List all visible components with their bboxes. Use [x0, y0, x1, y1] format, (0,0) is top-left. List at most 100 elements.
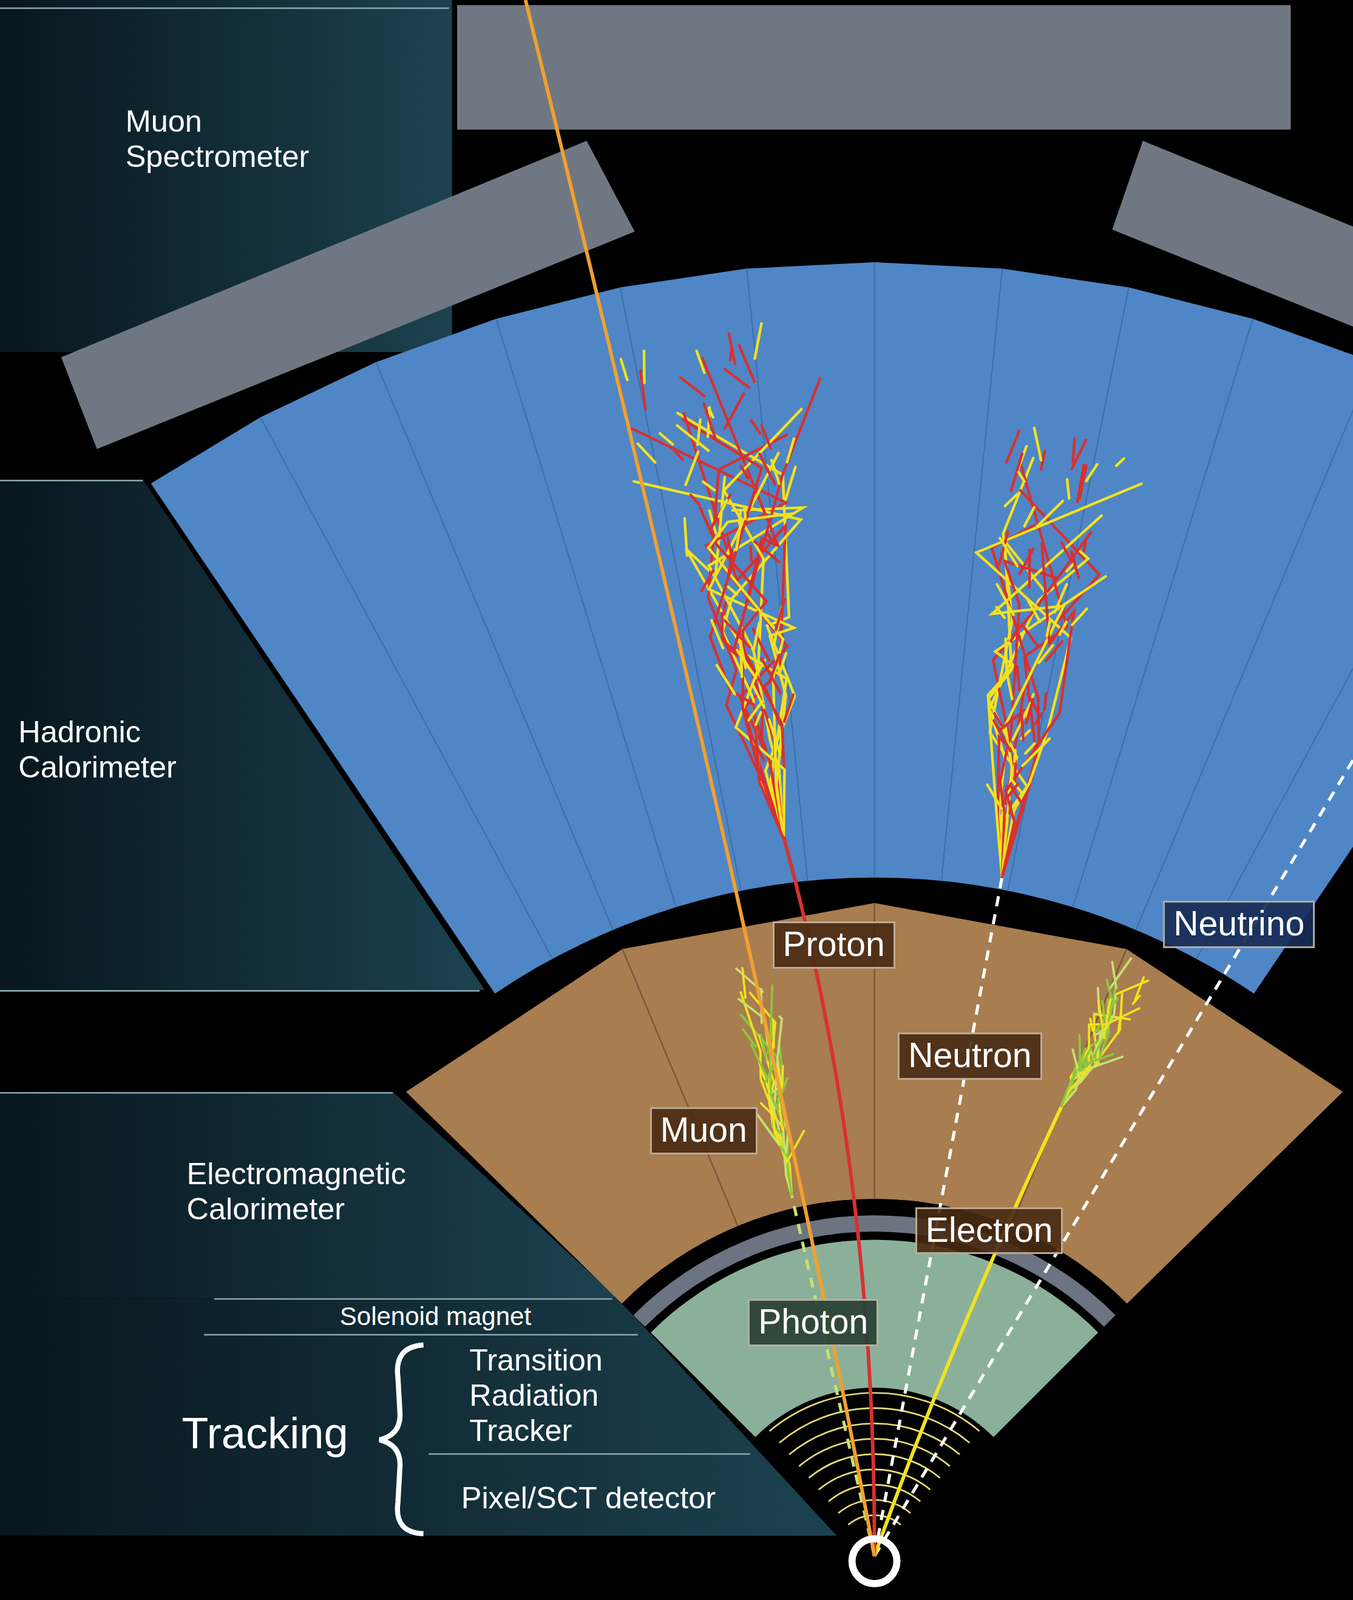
shower-stroke — [753, 622, 760, 649]
hadronic-segment — [1072, 318, 1253, 907]
shower-stroke — [1086, 464, 1098, 482]
label-text: Hadronic Calorimeter — [18, 714, 177, 785]
shower-stroke — [690, 494, 700, 505]
shower-stroke — [764, 687, 780, 725]
shower-stroke — [1011, 453, 1023, 492]
shower-stroke — [723, 602, 726, 615]
photon-track — [791, 1195, 875, 1556]
shower-strand — [1002, 490, 1100, 878]
shower-stroke — [771, 460, 779, 484]
shower-stroke — [736, 650, 756, 679]
shower-strand — [724, 409, 802, 839]
shower-stroke — [1027, 598, 1040, 622]
shower-strand — [991, 515, 1102, 878]
particle-label: Photon — [747, 1298, 879, 1347]
shower-stroke — [1067, 479, 1069, 499]
shower-stroke — [1116, 458, 1125, 466]
particle-label: Electron — [915, 1207, 1064, 1255]
shower-stroke — [781, 1065, 784, 1090]
particle-label: Proton — [772, 921, 896, 969]
particle-label: Neutrino — [1163, 900, 1315, 949]
shower-stroke — [785, 466, 796, 500]
shower-stroke — [721, 613, 723, 641]
hadronic-segment — [375, 362, 614, 930]
part-label: Solenoid magnet — [339, 1302, 532, 1332]
label-text: Electromagnetic Calorimeter — [186, 1156, 407, 1227]
shower-stroke — [1008, 783, 1018, 796]
shower-strand — [682, 419, 784, 839]
shower-stroke — [725, 620, 750, 648]
shower-stroke — [1021, 710, 1024, 741]
shower-stroke — [1037, 500, 1063, 527]
label-text: Neutrino — [1173, 903, 1305, 944]
pixel-layer — [769, 1393, 980, 1432]
shower-stroke — [780, 653, 787, 671]
shower-stroke — [742, 1029, 756, 1047]
shower-stroke — [1118, 1010, 1122, 1034]
shower-stroke — [760, 1034, 767, 1060]
shower-stroke — [1112, 962, 1117, 989]
shower-stroke — [704, 403, 716, 438]
shower-stroke — [1110, 999, 1118, 1008]
label-text: Muon — [660, 1110, 748, 1151]
shower-stroke — [1010, 632, 1016, 642]
shower-stroke — [742, 968, 746, 998]
shower-stroke — [750, 546, 752, 561]
shower-stroke — [642, 350, 646, 384]
shower-stroke — [728, 586, 737, 595]
shower-stroke — [1026, 699, 1034, 724]
shower-stroke — [718, 500, 727, 517]
shower-stroke — [1095, 1030, 1105, 1035]
shower-stroke — [1017, 666, 1020, 690]
hadronic-segment — [1196, 417, 1353, 959]
shower-stroke — [769, 654, 780, 684]
shower-stroke — [1054, 584, 1067, 613]
shower-stroke — [724, 393, 745, 429]
shower-stroke — [987, 784, 1002, 809]
shower-stroke — [1006, 671, 1012, 700]
shower-strand — [702, 358, 784, 839]
shower-stroke — [684, 518, 688, 556]
shower-stroke — [696, 350, 705, 373]
hadronic-segment — [495, 318, 676, 907]
shower-stroke — [751, 420, 761, 434]
shower-stroke — [1014, 750, 1015, 762]
shower-stroke — [1102, 1000, 1105, 1020]
hadronic-segment — [620, 287, 742, 892]
detector-layer-label: Electromagnetic Calorimeter — [186, 1156, 407, 1227]
shower-stroke — [759, 454, 776, 485]
em-segment — [622, 903, 1126, 1227]
shower-stroke — [1005, 638, 1008, 671]
shower-stroke — [1132, 996, 1140, 1004]
shower-stroke — [697, 419, 700, 445]
hadronic-segment — [874, 262, 876, 878]
shower-stroke — [999, 538, 1018, 567]
shower-stroke — [1059, 622, 1067, 635]
shower-stroke — [680, 377, 705, 397]
shower-stroke — [1021, 623, 1038, 647]
shower-stroke — [1072, 1049, 1080, 1078]
shower-stroke — [1038, 645, 1053, 663]
shower-stroke — [1044, 693, 1046, 710]
shower-stroke — [673, 449, 683, 460]
shower-stroke — [772, 1020, 776, 1048]
shower-stroke — [761, 704, 763, 743]
shower-stroke — [996, 606, 1005, 618]
shower-stroke — [1073, 437, 1075, 464]
shower-stroke — [725, 644, 738, 656]
shower-stroke — [744, 506, 746, 519]
label-text: Neutron — [908, 1035, 1032, 1076]
shower-stroke — [685, 451, 699, 485]
shower-stroke — [1091, 1056, 1123, 1068]
shower-stroke — [754, 541, 779, 562]
neutrino-track — [874, 759, 1353, 1556]
shower-stroke — [1022, 738, 1050, 767]
shower-stroke — [716, 665, 736, 695]
shower-stroke — [1024, 507, 1035, 527]
shower-strand — [976, 483, 1142, 878]
shower-stroke — [993, 720, 1011, 751]
label-text: Muon Spectrometer — [125, 103, 310, 175]
shower-strand — [1002, 543, 1074, 878]
hadronic-segment — [260, 417, 553, 959]
